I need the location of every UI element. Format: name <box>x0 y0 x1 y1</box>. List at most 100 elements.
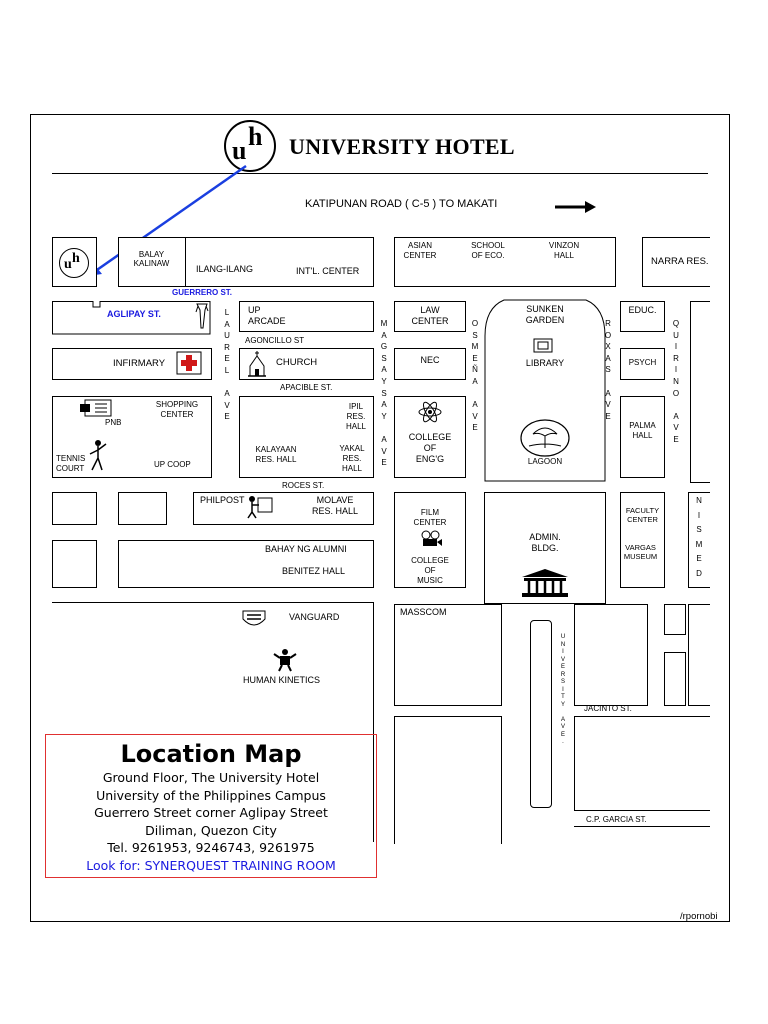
vanguard-label: VANGUARD <box>289 612 340 622</box>
admin-building-icon <box>522 569 568 597</box>
psych-label: PSYCH <box>628 358 657 367</box>
sunken-garden-label: SUNKEN GARDEN <box>525 304 565 325</box>
block-masscom <box>394 604 502 706</box>
block-row5-a <box>52 492 97 525</box>
benitez-hall-label: BENITEZ HALL <box>282 566 346 576</box>
vanguard-emblem-icon <box>242 610 266 626</box>
guerrero-st-label: GUERRERO ST. <box>172 288 233 297</box>
law-center-label: LAW CENTER <box>411 305 449 326</box>
location-line-5: Tel. 9261953, 9246743, 9261975 <box>107 840 315 855</box>
university-ave-median <box>530 620 552 808</box>
university-ave-label: U N I V E R S I T Y A V E . <box>560 634 566 745</box>
narra-res-label: NARRA RES. <box>651 256 709 267</box>
vinzon-hall-label: VINZON HALL <box>548 241 580 260</box>
educ-label: EDUC. <box>628 305 657 315</box>
location-map-title: Location Map <box>120 740 302 768</box>
roxas-ave-label: R O X A S A V E <box>604 319 612 421</box>
ilang-ilang-label: ILANG-ILANG <box>196 264 254 274</box>
asian-center-label: ASIAN CENTER <box>403 241 437 260</box>
block-bottom-mid <box>394 716 502 844</box>
library-label: LIBRARY <box>525 358 565 368</box>
block-law-center <box>394 301 466 332</box>
molave-res-hall-label: MOLAVE RES. HALL <box>311 495 359 516</box>
block-philpost <box>193 492 374 525</box>
lagoon-tree-icon <box>520 419 570 457</box>
block-narra <box>642 237 710 287</box>
faculty-center-label: FACULTY CENTER <box>625 506 660 524</box>
block-jacinto <box>574 604 648 706</box>
logo-letter-h: h <box>248 122 263 151</box>
block-church <box>239 348 374 380</box>
tennis-player-icon <box>89 440 107 471</box>
film-camera-icon <box>421 530 442 546</box>
magsaysay-ave-label: M A G S A Y S A Y A V E <box>380 319 388 468</box>
block-vanguard <box>52 602 374 842</box>
divider-balay <box>185 237 186 287</box>
nec-label: NEC <box>420 355 440 365</box>
block-small-3 <box>688 604 710 706</box>
location-line-6: Look for: SYNERQUEST TRAINING ROOM <box>86 857 336 873</box>
bahay-alumni-label: BAHAY NG ALUMNI <box>265 544 347 554</box>
block-psych <box>620 348 665 380</box>
mini-logo-icon: u h <box>59 248 89 278</box>
cp-garcia-road <box>574 826 710 827</box>
philpost-label: PHILPOST <box>200 495 245 505</box>
intl-center-label: INT'L. CENTER <box>296 266 360 276</box>
up-arcade-label: UP ARCADE <box>248 305 286 326</box>
block-row5-b <box>118 492 167 525</box>
shopping-center-label: SHOPPING CENTER <box>155 400 199 419</box>
right-arrow-icon <box>555 201 596 213</box>
college-engg-label: COLLEGE OF ENG'G <box>408 432 452 464</box>
university-hotel-block: u h <box>52 237 97 287</box>
roces-st-label: ROCES ST. <box>282 481 325 490</box>
human-kinetics-label: HUMAN KINETICS <box>243 675 321 685</box>
university-hotel-logo: u h <box>224 120 276 172</box>
palma-hall-label: PALMA HALL <box>629 421 656 440</box>
film-center-label: FILM CENTER <box>413 508 447 527</box>
location-line-1: Ground Floor, The University Hotel <box>102 770 320 785</box>
apacible-st-label: APACIBLE ST. <box>280 383 333 392</box>
block-bottom-right <box>574 716 710 811</box>
block-nec <box>394 348 466 380</box>
church-icon <box>248 351 266 377</box>
agoncillo-st-label: AGONCILLO ST <box>245 336 305 345</box>
pnb-bank-icon <box>80 399 112 417</box>
library-book-icon <box>533 338 553 353</box>
nismed-label: N I S M E D <box>695 496 703 578</box>
jacinto-st-label: JACINTO ST. <box>584 704 632 713</box>
school-eco-label: SCHOOL OF ECO. <box>471 241 505 260</box>
admin-bldg-label: ADMIN. BLDG. <box>529 532 561 553</box>
postman-icon <box>247 496 273 519</box>
location-line-3: Guerrero Street corner Aglipay Street <box>94 805 328 820</box>
statue-icon <box>195 303 209 329</box>
block-small-1 <box>664 604 686 635</box>
author-credit: /rpornobi <box>680 911 718 922</box>
block-educ <box>620 301 665 332</box>
central-oval-block <box>484 299 606 482</box>
masscom-label: MASSCOM <box>400 607 447 617</box>
hotel-title: UNIVERSITY HOTEL <box>289 134 515 159</box>
quirino-ave-label: Q U I R I N O A V E <box>672 319 680 444</box>
college-music-label: COLLEGE OF MUSIC <box>411 556 449 585</box>
block-infirmary <box>52 348 212 380</box>
tennis-court-label: TENNIS COURT <box>56 454 86 473</box>
block-row6-a <box>52 540 97 588</box>
red-cross-icon <box>176 351 202 375</box>
block-up-arcade <box>239 301 374 332</box>
block-balay-kalinaw <box>118 237 374 287</box>
block-nismed <box>688 492 710 588</box>
kalayaan-res-hall-label: KALAYAAN RES. HALL <box>255 445 297 464</box>
cp-garcia-st-label: C.P. GARCIA ST. <box>586 815 647 824</box>
human-kinetics-icon <box>273 649 297 672</box>
logo-letter-u: u <box>232 136 247 165</box>
laurel-ave-label: L A U R E L A V E <box>224 308 230 422</box>
location-line-4: Diliman, Quezon City <box>145 822 277 838</box>
block-faculty-center <box>620 492 665 588</box>
vargas-museum-label: VARGAS MUSEUM <box>623 543 658 561</box>
balay-kalinaw-label: BALAY KALINAW <box>133 250 170 268</box>
block-quirino-east <box>690 301 710 483</box>
block-alumni <box>118 540 374 588</box>
block-res-halls <box>239 396 374 478</box>
map-frame <box>30 114 730 922</box>
yakal-res-hall-label: YAKAL RES. HALL <box>339 444 365 473</box>
